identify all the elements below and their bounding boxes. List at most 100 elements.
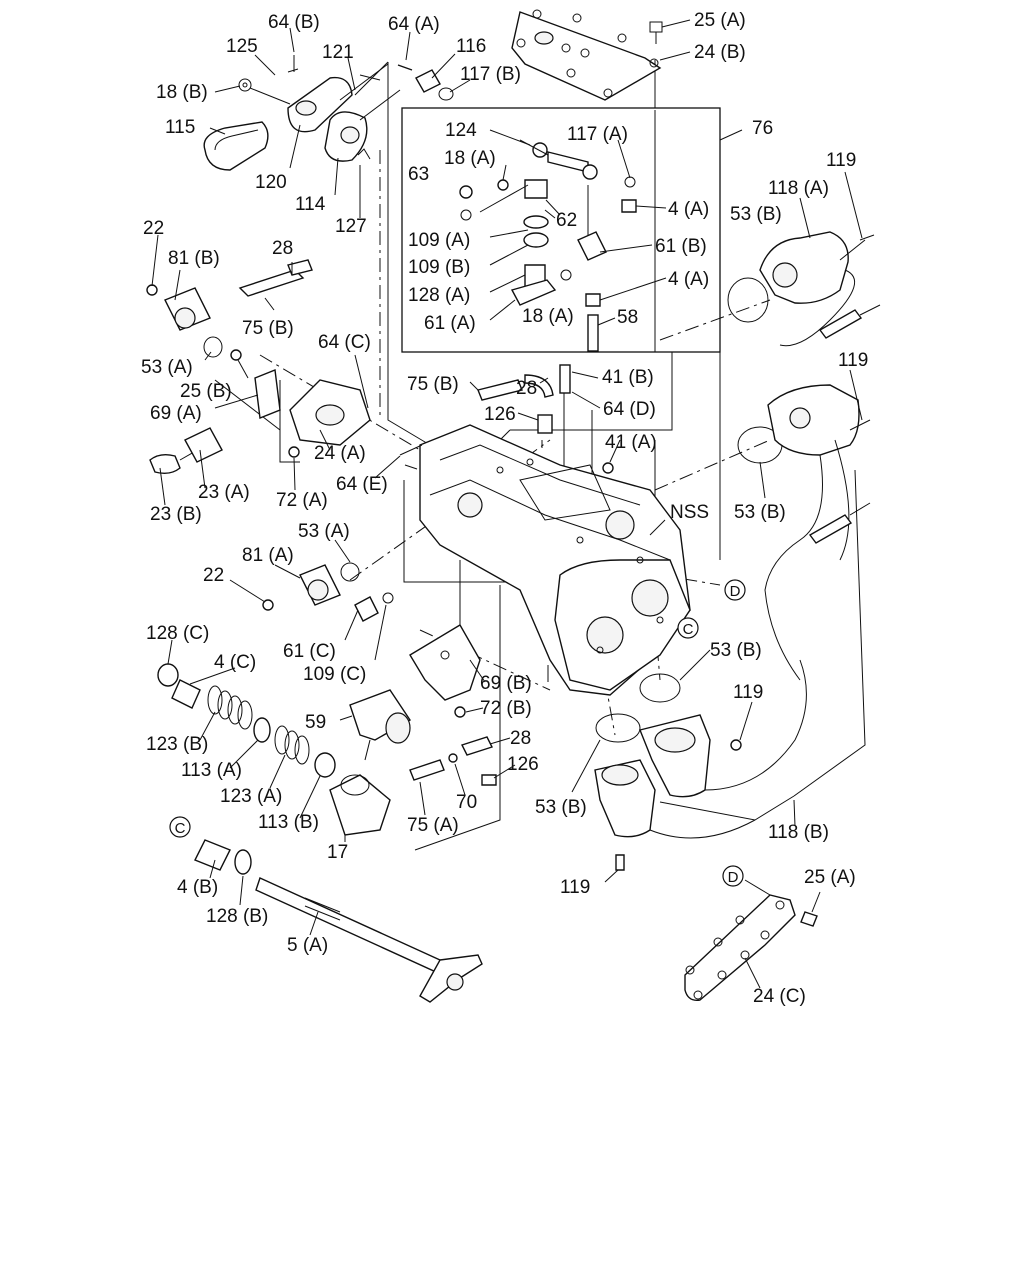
spring-assembly bbox=[157, 663, 336, 778]
callout-label: 109 (B) bbox=[408, 257, 470, 278]
callout-label: 4 (B) bbox=[177, 877, 218, 898]
fittings-lower bbox=[409, 364, 614, 786]
callout-label: 58 bbox=[617, 307, 638, 328]
callout-label: 117 (A) bbox=[567, 124, 628, 145]
solenoid-118a bbox=[727, 231, 881, 347]
callout-label: 126 bbox=[484, 404, 516, 425]
callout-label: 18 (A) bbox=[444, 148, 496, 169]
callout-label: 128 (A) bbox=[408, 285, 470, 306]
callout-label: 61 (B) bbox=[655, 236, 707, 257]
callout-label: 53 (A) bbox=[141, 357, 193, 378]
callout-label: 24 (B) bbox=[694, 42, 746, 63]
callout-label: 113 (B) bbox=[258, 812, 319, 833]
callout-label: 4 (A) bbox=[668, 269, 709, 290]
callout-label: 25 (A) bbox=[804, 867, 856, 888]
callout-label: 116 bbox=[456, 36, 486, 57]
callout-label: 28 bbox=[272, 238, 293, 259]
callout-label: 128 (C) bbox=[146, 623, 209, 644]
callout-label: 18 (A) bbox=[522, 306, 574, 327]
callout-label: 119 bbox=[560, 877, 590, 898]
bracket-17 bbox=[329, 774, 391, 836]
shaft-5a bbox=[194, 839, 483, 1003]
callout-label: 72 (B) bbox=[480, 698, 532, 719]
callout-label: 53 (B) bbox=[730, 204, 782, 225]
callout-label: 117 (B) bbox=[460, 64, 521, 85]
circled-markers: C C D D bbox=[169, 579, 746, 887]
callout-label: 115 bbox=[165, 117, 195, 138]
marker-c-housing: C bbox=[677, 617, 699, 639]
callout-label: 61 (C) bbox=[283, 641, 336, 662]
callout-label: 28 bbox=[516, 378, 537, 399]
callout-label: 59 bbox=[305, 712, 326, 733]
callout-label: 118 (A) bbox=[768, 178, 829, 199]
callout-label: 120 bbox=[255, 172, 287, 193]
callout-label: 72 (A) bbox=[276, 490, 328, 511]
callout-label: 114 bbox=[295, 194, 326, 215]
transmission-housing bbox=[399, 424, 691, 696]
callout-label: 62 bbox=[556, 210, 577, 231]
callout-label: 4 (C) bbox=[214, 652, 256, 673]
left-side-parts bbox=[146, 259, 394, 622]
callout-label: 53 (B) bbox=[710, 640, 762, 661]
callout-label: 18 (B) bbox=[156, 82, 208, 103]
callout-label: 24 (C) bbox=[753, 986, 806, 1007]
leader-lines bbox=[151, 27, 863, 989]
svg-text:D: D bbox=[730, 583, 741, 600]
callout-label: 22 bbox=[143, 218, 164, 239]
callout-label: 24 (A) bbox=[314, 443, 366, 464]
callout-label: 22 bbox=[203, 565, 224, 586]
callout-label: 109 (A) bbox=[408, 230, 470, 251]
callout-label: 70 bbox=[456, 792, 477, 813]
cover-plate-24c bbox=[684, 879, 818, 1001]
callout-label: 28 bbox=[510, 728, 531, 749]
callout-label: 69 (B) bbox=[480, 673, 532, 694]
svg-text:D: D bbox=[728, 869, 739, 886]
inset-box-76 bbox=[401, 107, 721, 353]
callout-label: 63 bbox=[408, 164, 429, 185]
callout-label: 64 (E) bbox=[336, 474, 388, 495]
callout-label: 64 (D) bbox=[603, 399, 656, 420]
marker-d-cover: D bbox=[722, 865, 744, 887]
callout-label: 121 bbox=[322, 42, 354, 63]
callout-label: 128 (B) bbox=[206, 906, 268, 927]
callout-label: 64 (B) bbox=[268, 12, 320, 33]
callout-label: 23 (B) bbox=[150, 504, 202, 525]
callout-label: 4 (A) bbox=[668, 199, 709, 220]
callout-label: 109 (C) bbox=[303, 664, 366, 685]
shift-lever-assembly bbox=[203, 55, 454, 171]
callout-label: 118 (B) bbox=[768, 822, 829, 843]
marker-c-shaft: C bbox=[169, 816, 191, 838]
callout-label: 5 (A) bbox=[287, 935, 328, 956]
callout-label: 126 bbox=[507, 754, 539, 775]
callout-label: 53 (A) bbox=[298, 521, 350, 542]
callout-label: 25 (A) bbox=[694, 10, 746, 31]
callout-label: 75 (B) bbox=[242, 318, 294, 339]
callout-label: 123 (A) bbox=[220, 786, 282, 807]
callout-label: 119 bbox=[733, 682, 763, 703]
fork-59 bbox=[349, 689, 411, 761]
callout-label: NSS bbox=[670, 502, 709, 523]
svg-text:C: C bbox=[175, 820, 186, 837]
callout-labels: 64 (B) 125 121 64 (A) 116 117 (B) 18 (B)… bbox=[141, 10, 868, 1007]
solenoid-118b bbox=[594, 659, 807, 871]
callout-label: 113 (A) bbox=[181, 760, 242, 781]
callout-label: 75 (A) bbox=[407, 815, 459, 836]
callout-label: 76 bbox=[752, 118, 773, 139]
callout-label: 69 (A) bbox=[150, 403, 202, 424]
callout-label: 125 bbox=[226, 36, 258, 57]
cover-plate-24b bbox=[511, 9, 691, 101]
callout-label: 123 (B) bbox=[146, 734, 208, 755]
spring-123a bbox=[274, 725, 310, 765]
callout-label: 124 bbox=[445, 120, 477, 141]
callout-label: 75 (B) bbox=[407, 374, 459, 395]
callout-label: 81 (A) bbox=[242, 545, 294, 566]
callout-label: 119 bbox=[826, 150, 856, 171]
callout-label: 25 (B) bbox=[180, 381, 232, 402]
spring-123b bbox=[207, 685, 253, 730]
callout-label: 41 (A) bbox=[605, 432, 657, 453]
marker-d-housing: D bbox=[724, 579, 746, 601]
callout-label: 41 (B) bbox=[602, 367, 654, 388]
inset-detail-parts bbox=[459, 139, 637, 352]
callout-label: 127 bbox=[335, 216, 367, 237]
